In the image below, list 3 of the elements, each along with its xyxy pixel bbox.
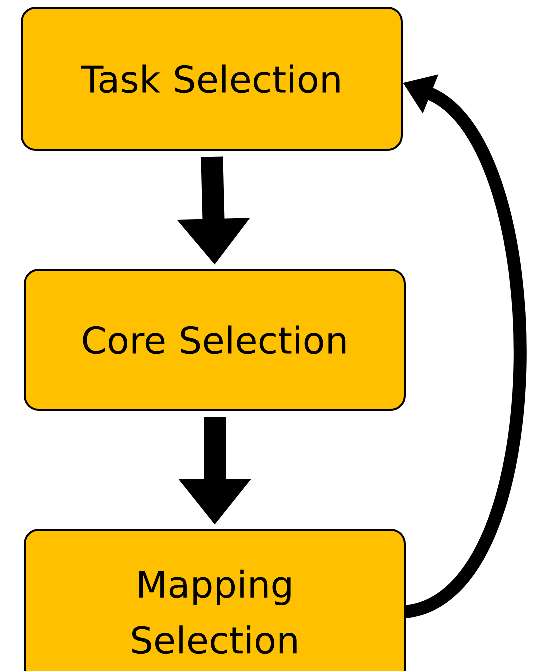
process-box: Core Selection [24,269,406,411]
process-box: Task Selection [21,7,403,151]
process-box: Mapping Selection [24,529,406,671]
